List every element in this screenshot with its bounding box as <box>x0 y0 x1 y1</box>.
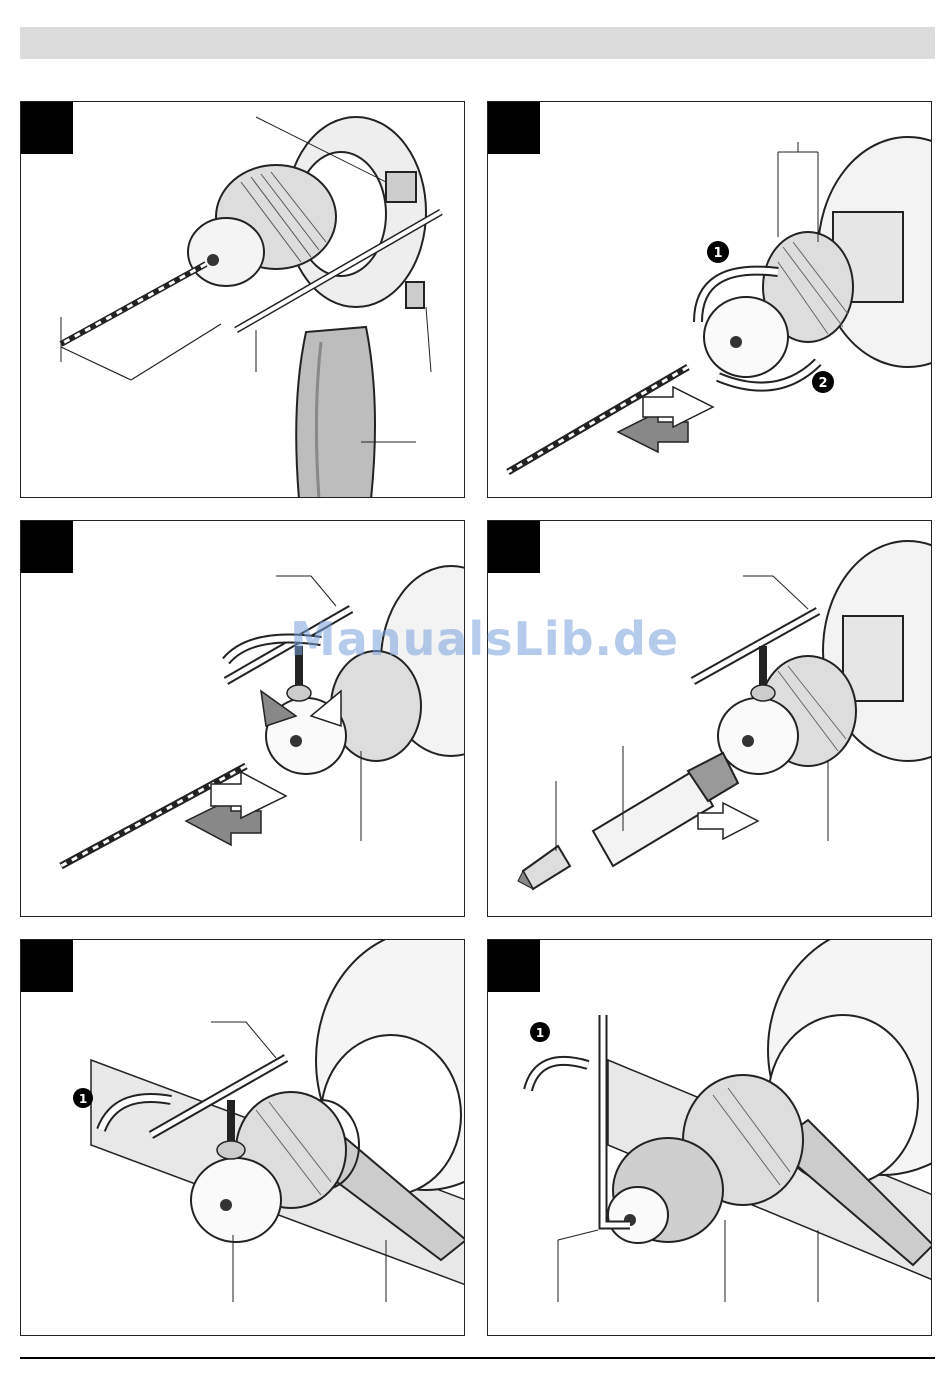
step-badge-2-label: 2 <box>818 376 827 391</box>
header-bar <box>20 27 935 59</box>
step-badge-1-label: 1 <box>536 1026 544 1040</box>
watermark: ManualsLib.de <box>290 612 670 672</box>
step-badge-1-label: 1 <box>79 1092 87 1106</box>
figure-panel-2: 1 2 <box>487 101 932 498</box>
figure-panel-4 <box>487 520 932 917</box>
step-badge-1-label: 1 <box>713 246 722 261</box>
footer-rule <box>20 1357 935 1359</box>
figure-panel-5: 1 <box>20 939 465 1336</box>
figure-panel-6: 1 <box>487 939 932 1336</box>
key-chuck-insertion-illustration <box>21 521 465 917</box>
figure-panel-1 <box>20 101 465 498</box>
key-chuck-removal-illustration: 1 <box>21 940 465 1336</box>
drill-depth-stop-illustration <box>21 102 465 498</box>
bit-holder-illustration <box>488 521 932 917</box>
keyless-chuck-illustration: 1 2 <box>488 102 932 498</box>
figure-panel-3 <box>20 520 465 917</box>
hex-key-removal-illustration: 1 <box>488 940 932 1336</box>
